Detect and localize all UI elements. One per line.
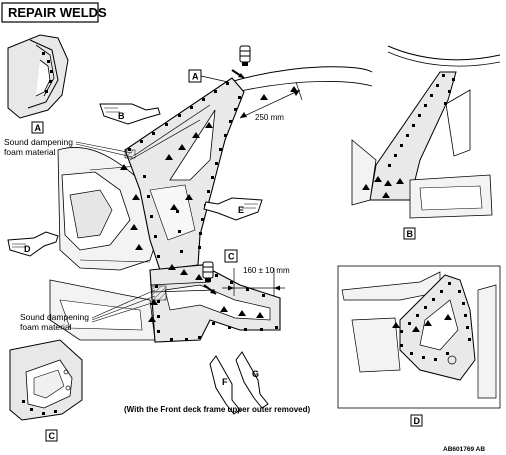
- foam-top-line2: foam material: [4, 147, 56, 157]
- inset-c-label: C: [49, 431, 56, 441]
- inset-b-label: B: [407, 229, 414, 239]
- foam-label-top: Sound dampening foam material: [4, 137, 136, 159]
- inset-a-label-box: [31, 121, 44, 134]
- dimension-250-label: 250 mm: [255, 113, 284, 122]
- inset-a-drawing: [7, 34, 69, 119]
- inset-d-drawing: [337, 265, 501, 409]
- hand-e: E: [203, 197, 263, 221]
- hand-d-label: D: [24, 244, 31, 254]
- hand-g-label: G: [252, 369, 259, 379]
- foam-top-line1: Sound dampening: [4, 137, 73, 147]
- weld-gun-icon-lower: [202, 261, 217, 295]
- dimension-160: 160 ± 10 mm: [222, 266, 290, 296]
- weld-spots-main: [128, 82, 278, 341]
- title-box: REPAIR WELDS: [1, 2, 107, 23]
- inset-b-drawing: [351, 45, 501, 219]
- inset-a-label: A: [35, 123, 42, 133]
- dimension-250: 250 mm: [239, 81, 303, 122]
- inset-c-label-box: [45, 429, 58, 442]
- weld-spots-inset-d: [392, 282, 471, 361]
- inset-c-drawing: [9, 339, 83, 421]
- foam-bottom-line1: Sound dampening: [20, 312, 89, 322]
- hand-f: F: [209, 355, 241, 415]
- weld-triangles-main: [120, 86, 298, 322]
- hand-f-label: F: [222, 377, 228, 387]
- caption-text: (With the Front deck frame upper outer r…: [124, 405, 311, 414]
- page-title: REPAIR WELDS: [8, 5, 107, 20]
- view-c-label: C: [228, 252, 235, 262]
- weld-gun-icon: [231, 45, 251, 79]
- inset-d-label: D: [414, 416, 421, 426]
- hand-g: G: [235, 351, 269, 409]
- hand-b-label: B: [118, 111, 125, 121]
- foam-bottom-line2: foam material: [20, 322, 72, 332]
- foam-label-bottom: Sound dampening foam material: [20, 285, 167, 332]
- view-a-label: A: [192, 72, 199, 82]
- inset-b-label-box: [403, 227, 416, 240]
- view-c-label-box: [224, 249, 238, 263]
- reference-code: AB601769 AB: [443, 446, 485, 453]
- inset-d-label-box: [410, 414, 423, 427]
- weld-spots-inset-b: [362, 74, 455, 198]
- hand-b: B: [99, 103, 161, 125]
- hand-d: D: [7, 231, 59, 257]
- hand-e-label: E: [238, 205, 244, 215]
- dimension-160-label: 160 ± 10 mm: [243, 266, 290, 275]
